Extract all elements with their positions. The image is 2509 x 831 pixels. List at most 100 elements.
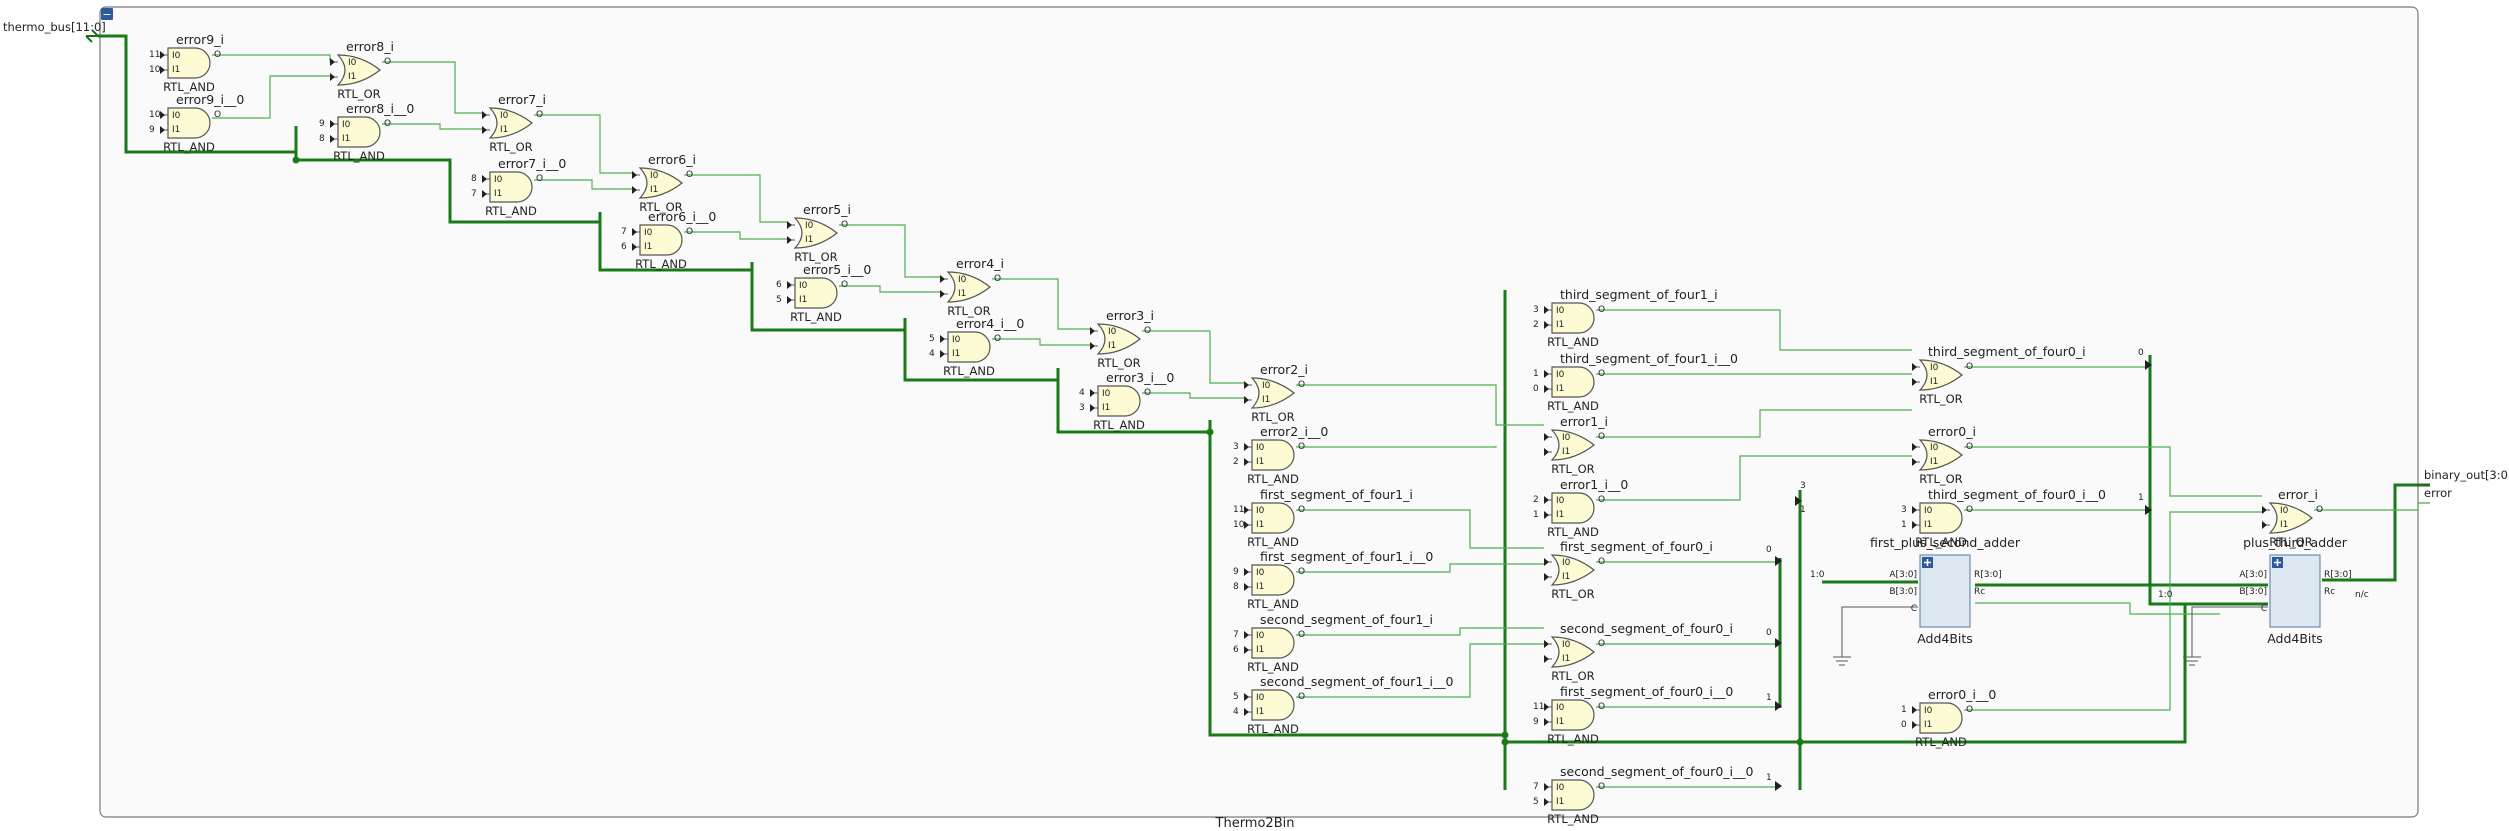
first-plus-second-adder-cell[interactable]: first_plus_second_adderAdd4BitsA[3:0]B[3… <box>1833 535 2021 666</box>
module-title: Thermo2Bin <box>1215 816 1295 831</box>
third-segment-of-four0-i--0-cell[interactable]: I0I1Othird_segment_of_four0_i__0RTL_AND3… <box>1901 487 2106 549</box>
pin-i0-label: I0 <box>958 275 967 285</box>
input-bit-label: 10 <box>149 65 161 75</box>
cell-type: RTL_OR <box>1551 462 1594 476</box>
cell-type: RTL_AND <box>943 364 995 378</box>
signal-wire <box>1964 511 2262 711</box>
cell-type: RTL_OR <box>1097 356 1140 370</box>
input-bit-label: 3 <box>1533 305 1539 315</box>
pin-o-label: O <box>841 220 848 230</box>
input-bit-label: 3 <box>1901 505 1907 515</box>
cell-name: error4_i <box>956 256 1004 271</box>
first-segment-of-four1-i--0-cell[interactable]: I0I1Ofirst_segment_of_four1_i__0RTL_AND9… <box>1233 549 1433 611</box>
pin-o-label: O <box>1144 388 1151 398</box>
net-label: 1 <box>2138 493 2144 503</box>
and-gate-symbol <box>1251 439 1295 471</box>
module-frame[interactable] <box>99 6 2419 818</box>
pin-o-label: O <box>686 227 693 237</box>
output-port-binary[interactable]: binary_out[3:0] <box>2418 468 2509 487</box>
ripper-mark <box>2145 505 2152 515</box>
signal-wire <box>1296 446 1497 448</box>
pin-o-label: O <box>1598 432 1605 442</box>
input-ripper-marks <box>787 221 792 244</box>
cell-name: error5_i <box>803 202 851 217</box>
input-bit-label: 0 <box>1533 384 1539 394</box>
third-segment-of-four1-i--0-cell[interactable]: I0I1Othird_segment_of_four1_i__0RTL_AND1… <box>1533 351 1738 413</box>
bus-wire <box>1800 605 2187 744</box>
cell-type: RTL_AND <box>333 149 385 163</box>
second-segment-of-four1-i--0-cell[interactable]: I0I1Osecond_segment_of_four1_i__0RTL_AND… <box>1233 674 1453 736</box>
net-label: 3 <box>1800 481 1806 491</box>
pin-i0-label: I0 <box>1556 496 1565 506</box>
pin-o-label: O <box>1966 442 1973 452</box>
input-bit-label: 3 <box>1079 403 1085 413</box>
pin-i1-label: I1 <box>644 242 652 252</box>
cell-type: RTL_AND <box>1547 525 1599 539</box>
first-segment-of-four0-i--0-cell[interactable]: I0I1Ofirst_segment_of_four0_i__0RTL_AND1… <box>1533 684 1733 746</box>
plus-third-adder-cell[interactable]: plus_third_adderAdd4BitsA[3:0]B[3:0]CR[3… <box>2183 535 2352 666</box>
output-port-error[interactable]: error <box>2418 486 2452 504</box>
signal-wire <box>1296 627 1544 636</box>
pin-i0-label: I0 <box>494 175 503 185</box>
net-label: 1:0 <box>2158 590 2173 600</box>
signal-wire <box>212 75 330 119</box>
pin-i1-label: I1 <box>1102 403 1110 413</box>
input-ripper-marks <box>160 51 165 74</box>
pin-i1-label: I1 <box>650 185 658 195</box>
input-ripper-marks <box>1912 506 1917 529</box>
input-bit-label: 8 <box>319 134 325 144</box>
cell-type: RTL_AND <box>1547 399 1599 413</box>
pin-o-label: O <box>686 170 693 180</box>
input-bit-label: 7 <box>1533 782 1539 792</box>
pin-o-label: O <box>994 334 1001 344</box>
input-ripper-marks <box>1912 706 1917 729</box>
pin-i0-label: I0 <box>952 335 961 345</box>
cell-type: RTL_AND <box>1247 597 1299 611</box>
bus-wires <box>98 34 2418 790</box>
and-gate-symbol <box>1251 502 1295 534</box>
or-gate-symbol <box>488 107 533 139</box>
pin-i0-label: I0 <box>805 221 814 231</box>
pin-r-label: R[3:0] <box>1974 570 2002 580</box>
input-port[interactable]: thermo_bus[11:0] <box>3 20 106 43</box>
ripper-mark <box>1775 701 1782 711</box>
input-ripper-marks <box>160 111 165 134</box>
adder-name: plus_third_adder <box>2243 535 2348 550</box>
and-gate-symbol <box>1251 564 1295 596</box>
cell-name: error2_i <box>1260 362 1308 377</box>
input-ripper-marks <box>1544 783 1549 806</box>
collapse-button[interactable]: − <box>101 8 113 21</box>
svg-text:−: − <box>102 8 111 21</box>
input-bit-label: 3 <box>1233 442 1239 452</box>
input-bit-label: 7 <box>621 227 627 237</box>
second-segment-of-four0-i--0-cell[interactable]: I0I1Osecond_segment_of_four0_i__0RTL_AND… <box>1533 764 1753 826</box>
input-bit-label: 11 <box>1533 702 1544 712</box>
